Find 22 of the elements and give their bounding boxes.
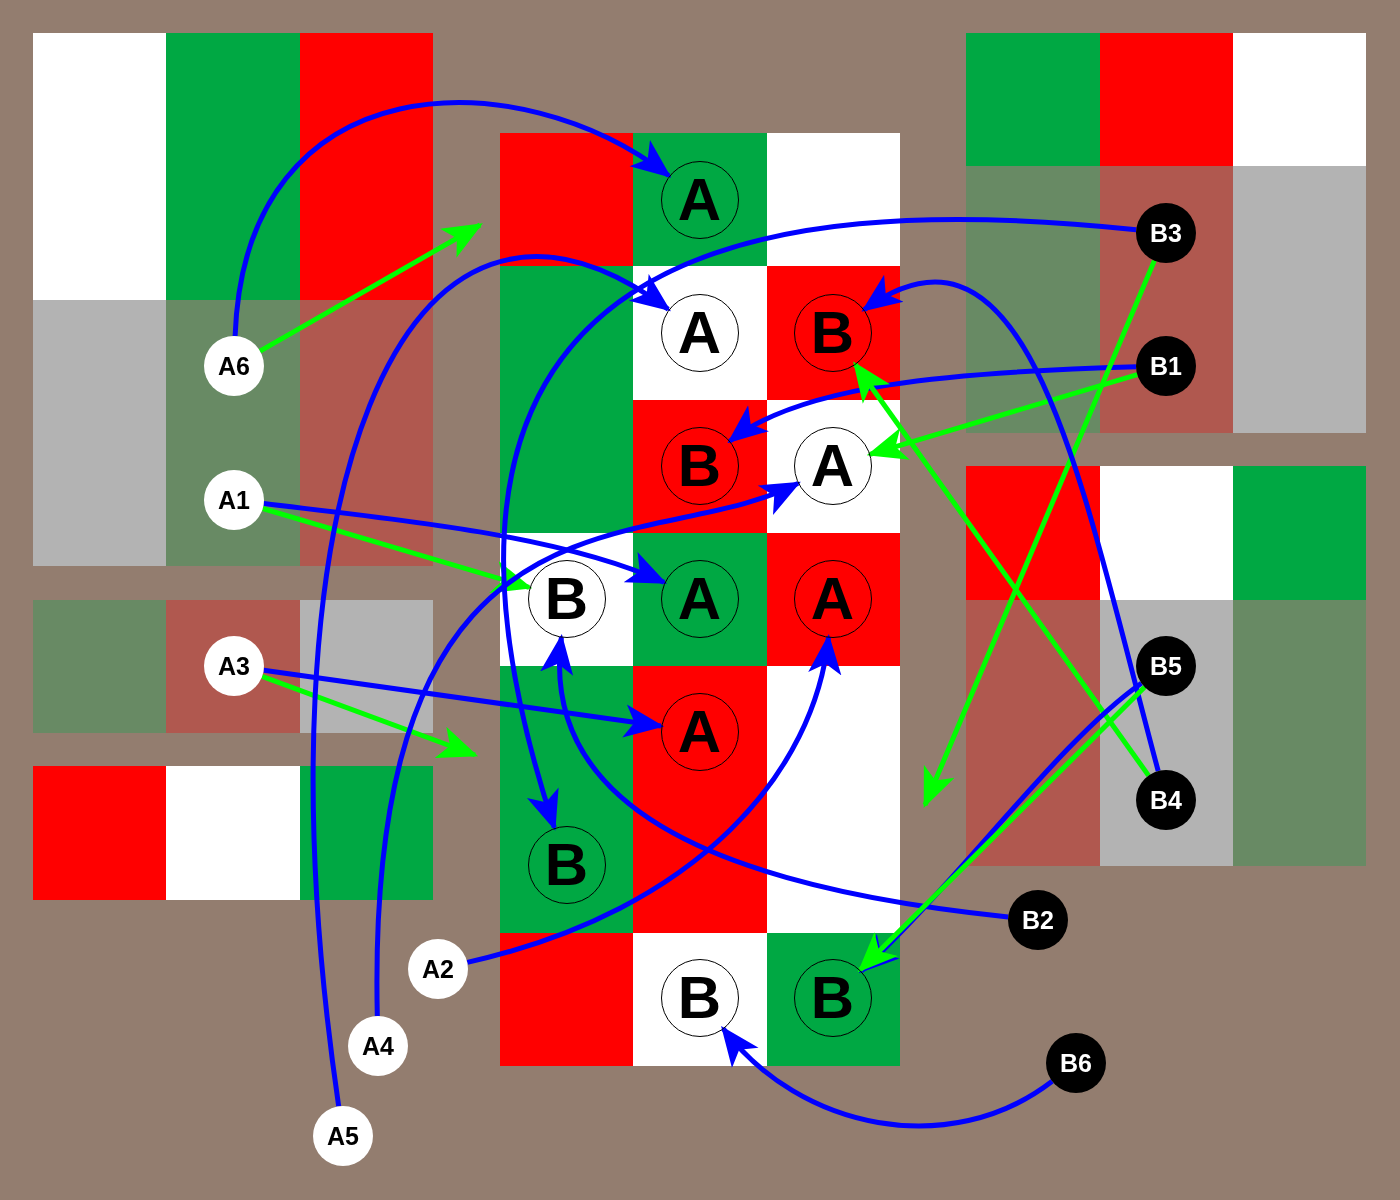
arrow <box>720 1026 1054 1129</box>
arrow <box>232 100 672 337</box>
move-marker: A5 <box>313 1106 373 1166</box>
move-marker: A2 <box>408 939 468 999</box>
arrow <box>466 634 839 965</box>
move-marker: A4 <box>348 1016 408 1076</box>
arrow <box>374 481 801 1017</box>
arrow <box>263 667 665 738</box>
move-marker: B2 <box>1008 890 1068 950</box>
move-marker: B6 <box>1046 1033 1106 1093</box>
arrow <box>262 506 533 593</box>
arrow <box>311 254 672 1107</box>
arrow <box>853 361 1151 778</box>
arrow <box>261 674 479 758</box>
arrow <box>263 501 668 585</box>
arrow <box>727 364 1137 444</box>
arrow <box>861 277 1161 772</box>
arrow <box>866 372 1138 460</box>
arrow <box>922 259 1157 809</box>
arrow <box>543 633 1009 920</box>
arrow <box>501 217 1137 831</box>
arrow <box>258 222 483 354</box>
